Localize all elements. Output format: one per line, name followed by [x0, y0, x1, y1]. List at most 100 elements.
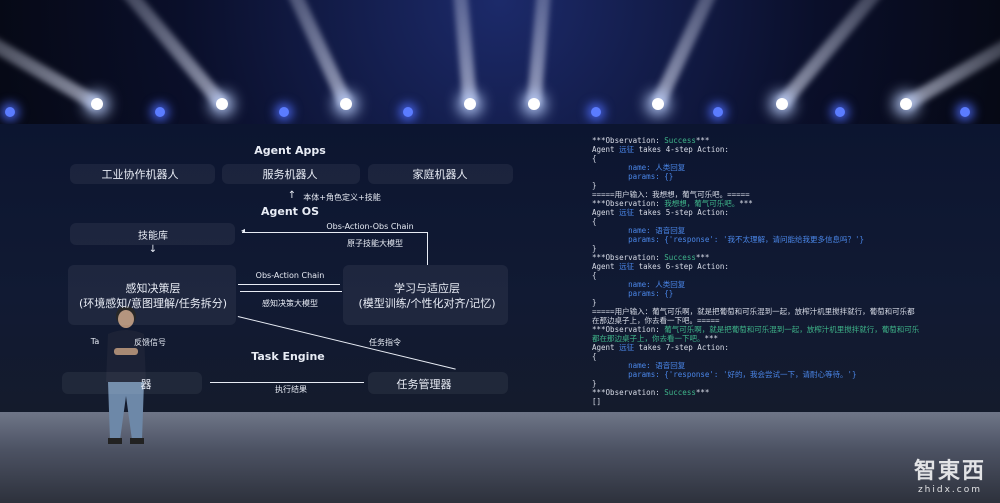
blue-light-icon — [713, 107, 723, 117]
log-segment: ***Observation: — [592, 388, 665, 397]
log-segment: ***Observation: — [592, 325, 665, 334]
log-line: name: 人类回复 — [592, 280, 919, 289]
blue-light-icon — [279, 107, 289, 117]
log-segment: *** — [695, 388, 710, 397]
log-segment: Success — [664, 388, 696, 397]
log-line: } — [592, 181, 919, 190]
log-segment: Agent — [592, 208, 620, 217]
log-line: Agent 远征 takes 7-step Action: — [592, 343, 919, 352]
log-segment: 葡气可乐啊，就是把葡萄和可乐混到一起，放榨汁机里搅拌就行，葡萄和可乐 — [664, 325, 920, 334]
log-line: 在那边桌子上，你去看一下吧。===== — [592, 316, 919, 325]
log-segment: Agent — [592, 262, 620, 271]
log-segment: name: 语音回复 — [592, 226, 686, 235]
stage-lamp-icon — [464, 98, 476, 110]
blue-light-icon — [403, 107, 413, 117]
log-segment: [] — [592, 397, 602, 406]
log-line: [] — [592, 397, 919, 406]
log-line: } — [592, 298, 919, 307]
log-segment: params: {'response': '我不太理解，请问能给我更多信息吗？'… — [592, 235, 864, 244]
log-segment: { — [592, 217, 597, 226]
presentation-screen — [0, 124, 1000, 414]
watermark-logo: 智東西 zhidx.com — [914, 453, 986, 495]
stage-floor — [0, 412, 1000, 503]
stage-lamp-icon — [91, 98, 103, 110]
log-line: ***Observation: Success*** — [592, 253, 919, 262]
stage-lamp-icon — [340, 98, 352, 110]
log-line: name: 人类回复 — [592, 163, 919, 172]
log-segment: 远征 — [619, 262, 635, 271]
log-segment: *** — [704, 334, 719, 343]
log-segment: 远征 — [619, 208, 635, 217]
stage-lamp-icon — [528, 98, 540, 110]
log-segment: 都在那边桌子上，你去看一下吧。 — [592, 334, 705, 343]
log-segment: name: 语音回复 — [592, 361, 686, 370]
log-segment: takes 5-step Action: — [634, 208, 729, 217]
log-segment: 远征 — [619, 145, 635, 154]
log-line: } — [592, 379, 919, 388]
blue-light-icon — [155, 107, 165, 117]
log-line: ***Observation: 我想想，葡气可乐吧。*** — [592, 199, 919, 208]
stage-lamp-icon — [900, 98, 912, 110]
log-segment: } — [592, 244, 597, 253]
log-segment: params: {'response': '好的，我会尝试一下，请耐心等待。'} — [592, 370, 857, 379]
log-segment: params: {} — [592, 289, 674, 298]
log-segment: Agent — [592, 145, 620, 154]
log-segment: takes 7-step Action: — [634, 343, 729, 352]
log-segment: } — [592, 181, 597, 190]
log-line: ***Observation: Success*** — [592, 388, 919, 397]
log-segment: Success — [664, 136, 696, 145]
log-line: { — [592, 217, 919, 226]
log-segment: params: {} — [592, 172, 674, 181]
log-line: Agent 远征 takes 5-step Action: — [592, 208, 919, 217]
blue-light-icon — [591, 107, 601, 117]
presenter — [106, 306, 146, 444]
log-segment: ***Observation: — [592, 136, 665, 145]
log-line: 都在那边桌子上，你去看一下吧。*** — [592, 334, 919, 343]
log-segment: Success — [664, 253, 696, 262]
log-line: params: {} — [592, 289, 919, 298]
log-line: =====用户输入：葡气可乐啊，就是把葡萄和可乐混到一起，放榨汁机里搅拌就行，葡… — [592, 307, 919, 316]
log-line: { — [592, 154, 919, 163]
log-segment: name: — [592, 163, 656, 172]
log-line: params: {'response': '我不太理解，请问能给我更多信息吗？'… — [592, 235, 919, 244]
log-line: } — [592, 244, 919, 253]
stage-lamp-icon — [652, 98, 664, 110]
log-segment: *** — [695, 253, 710, 262]
log-line: ***Observation: 葡气可乐啊，就是把葡萄和可乐混到一起，放榨汁机里… — [592, 325, 919, 334]
blue-light-icon — [960, 107, 970, 117]
log-segment: ***Observation: — [592, 199, 665, 208]
log-segment: takes 6-step Action: — [634, 262, 729, 271]
log-line: { — [592, 352, 919, 361]
log-segment: takes 4-step Action: — [634, 145, 729, 154]
log-segment: name: 人类回复 — [592, 280, 686, 289]
stage-lamp-icon — [216, 98, 228, 110]
blue-light-icon — [5, 107, 15, 117]
log-segment: { — [592, 154, 597, 163]
log-segment: { — [592, 352, 597, 361]
log-line: { — [592, 271, 919, 280]
stage-lamp-icon — [776, 98, 788, 110]
watermark-brand: 智東西 — [913, 459, 986, 484]
log-segment: { — [592, 271, 597, 280]
log-segment: =====用户输入：我想想，葡气可乐吧。===== — [592, 190, 750, 199]
watermark-url: zhidx.com — [917, 485, 983, 495]
log-line: ***Observation: Success*** — [592, 136, 919, 145]
log-segment: *** — [739, 199, 753, 208]
log-segment: =====用户输入：葡气可乐啊，就是把葡萄和可乐混到一起，放榨汁机里搅拌就行，葡… — [592, 307, 915, 316]
log-line: Agent 远征 takes 4-step Action: — [592, 145, 919, 154]
log-segment: 人类回复 — [655, 163, 686, 172]
log-segment: 我想想，葡气可乐吧。 — [664, 199, 740, 208]
log-line: params: {} — [592, 172, 919, 181]
log-segment: } — [592, 379, 597, 388]
log-line: params: {'response': '好的，我会尝试一下，请耐心等待。'} — [592, 370, 919, 379]
log-line: name: 语音回复 — [592, 226, 919, 235]
log-line: name: 语音回复 — [592, 361, 919, 370]
log-segment: } — [592, 298, 597, 307]
log-segment: *** — [695, 136, 710, 145]
blue-light-icon — [835, 107, 845, 117]
log-segment: 远征 — [619, 343, 635, 352]
log-segment: ***Observation: — [592, 253, 665, 262]
log-line: =====用户输入：我想想，葡气可乐吧。===== — [592, 190, 919, 199]
log-segment: Agent — [592, 343, 620, 352]
agent-log-console: ***Observation: Success***Agent 远征 takes… — [592, 136, 919, 406]
